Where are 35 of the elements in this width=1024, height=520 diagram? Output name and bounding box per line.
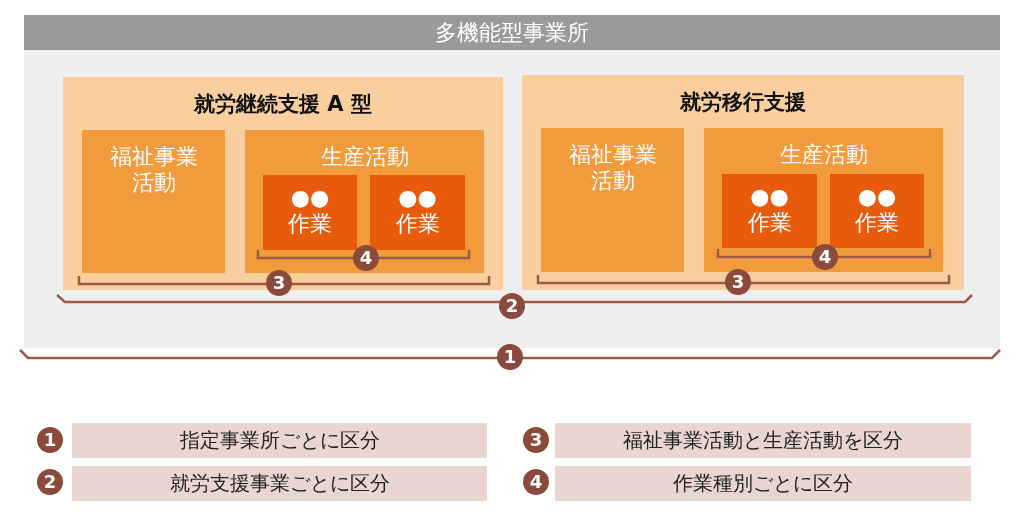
callout-number: 2 — [37, 469, 63, 495]
service-panel — [522, 75, 964, 290]
activity-title: 福祉事業活動 — [108, 144, 199, 196]
service-panel — [63, 77, 503, 290]
activity-box — [541, 128, 684, 272]
legend-text: 福祉事業活動と生産活動を区分 — [622, 427, 904, 454]
panel-title: 就労移行支援 — [680, 89, 806, 116]
task-title: ●●作業 — [854, 184, 900, 236]
facility-panel — [24, 15, 1000, 348]
callout-number: 1 — [37, 427, 63, 453]
legend-text: 作業種別ごとに区分 — [672, 470, 854, 497]
legend-box — [72, 466, 487, 501]
activity-box — [82, 130, 225, 273]
task-title: ●●作業 — [287, 185, 333, 237]
activity-title: 福祉事業活動 — [567, 142, 658, 194]
task-box — [370, 175, 465, 250]
legend-box — [555, 466, 971, 501]
callout-number: 1 — [497, 344, 523, 370]
activity-box — [245, 130, 484, 273]
legend-text: 就労支援事業ごとに区分 — [168, 470, 391, 497]
callout-number: 4 — [523, 469, 549, 495]
activity-box — [704, 128, 943, 272]
task-box — [830, 174, 924, 248]
task-box — [722, 174, 817, 248]
callout-number: 3 — [523, 427, 549, 453]
task-box — [263, 175, 357, 250]
activity-title: 生産活動 — [319, 144, 410, 170]
task-title: ●●作業 — [394, 185, 441, 237]
legend-text: 指定事業所ごとに区分 — [178, 427, 381, 454]
header-band: 多機能型事業所 — [24, 15, 1000, 50]
activity-title: 生産活動 — [778, 142, 869, 168]
legend-box — [72, 423, 487, 458]
legend-box — [555, 423, 971, 458]
task-title: ●●作業 — [746, 184, 793, 236]
panel-title: 就労継続支援 A 型 — [194, 91, 372, 118]
